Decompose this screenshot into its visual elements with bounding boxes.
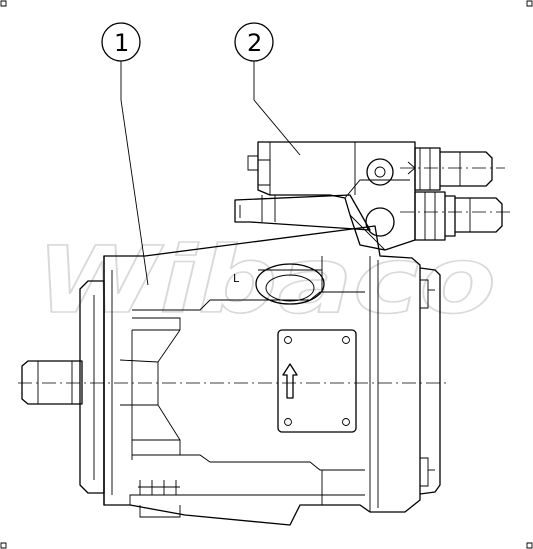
callout-1: 1: [101, 22, 149, 286]
callout-2-label: 2: [247, 29, 262, 57]
pump-housing: [103, 225, 421, 526]
name-plate: [277, 329, 357, 433]
callout-2: 2: [234, 22, 301, 156]
callout-1-label: 1: [114, 29, 129, 57]
adjustment-screws: [400, 147, 512, 241]
end-cap: [419, 267, 441, 495]
port-label: L: [233, 272, 240, 285]
flow-arrow-icon: [282, 363, 298, 399]
watermark: Wibaco: [36, 227, 496, 334]
port-l: L: [233, 263, 325, 305]
drive-shaft: [21, 360, 83, 405]
